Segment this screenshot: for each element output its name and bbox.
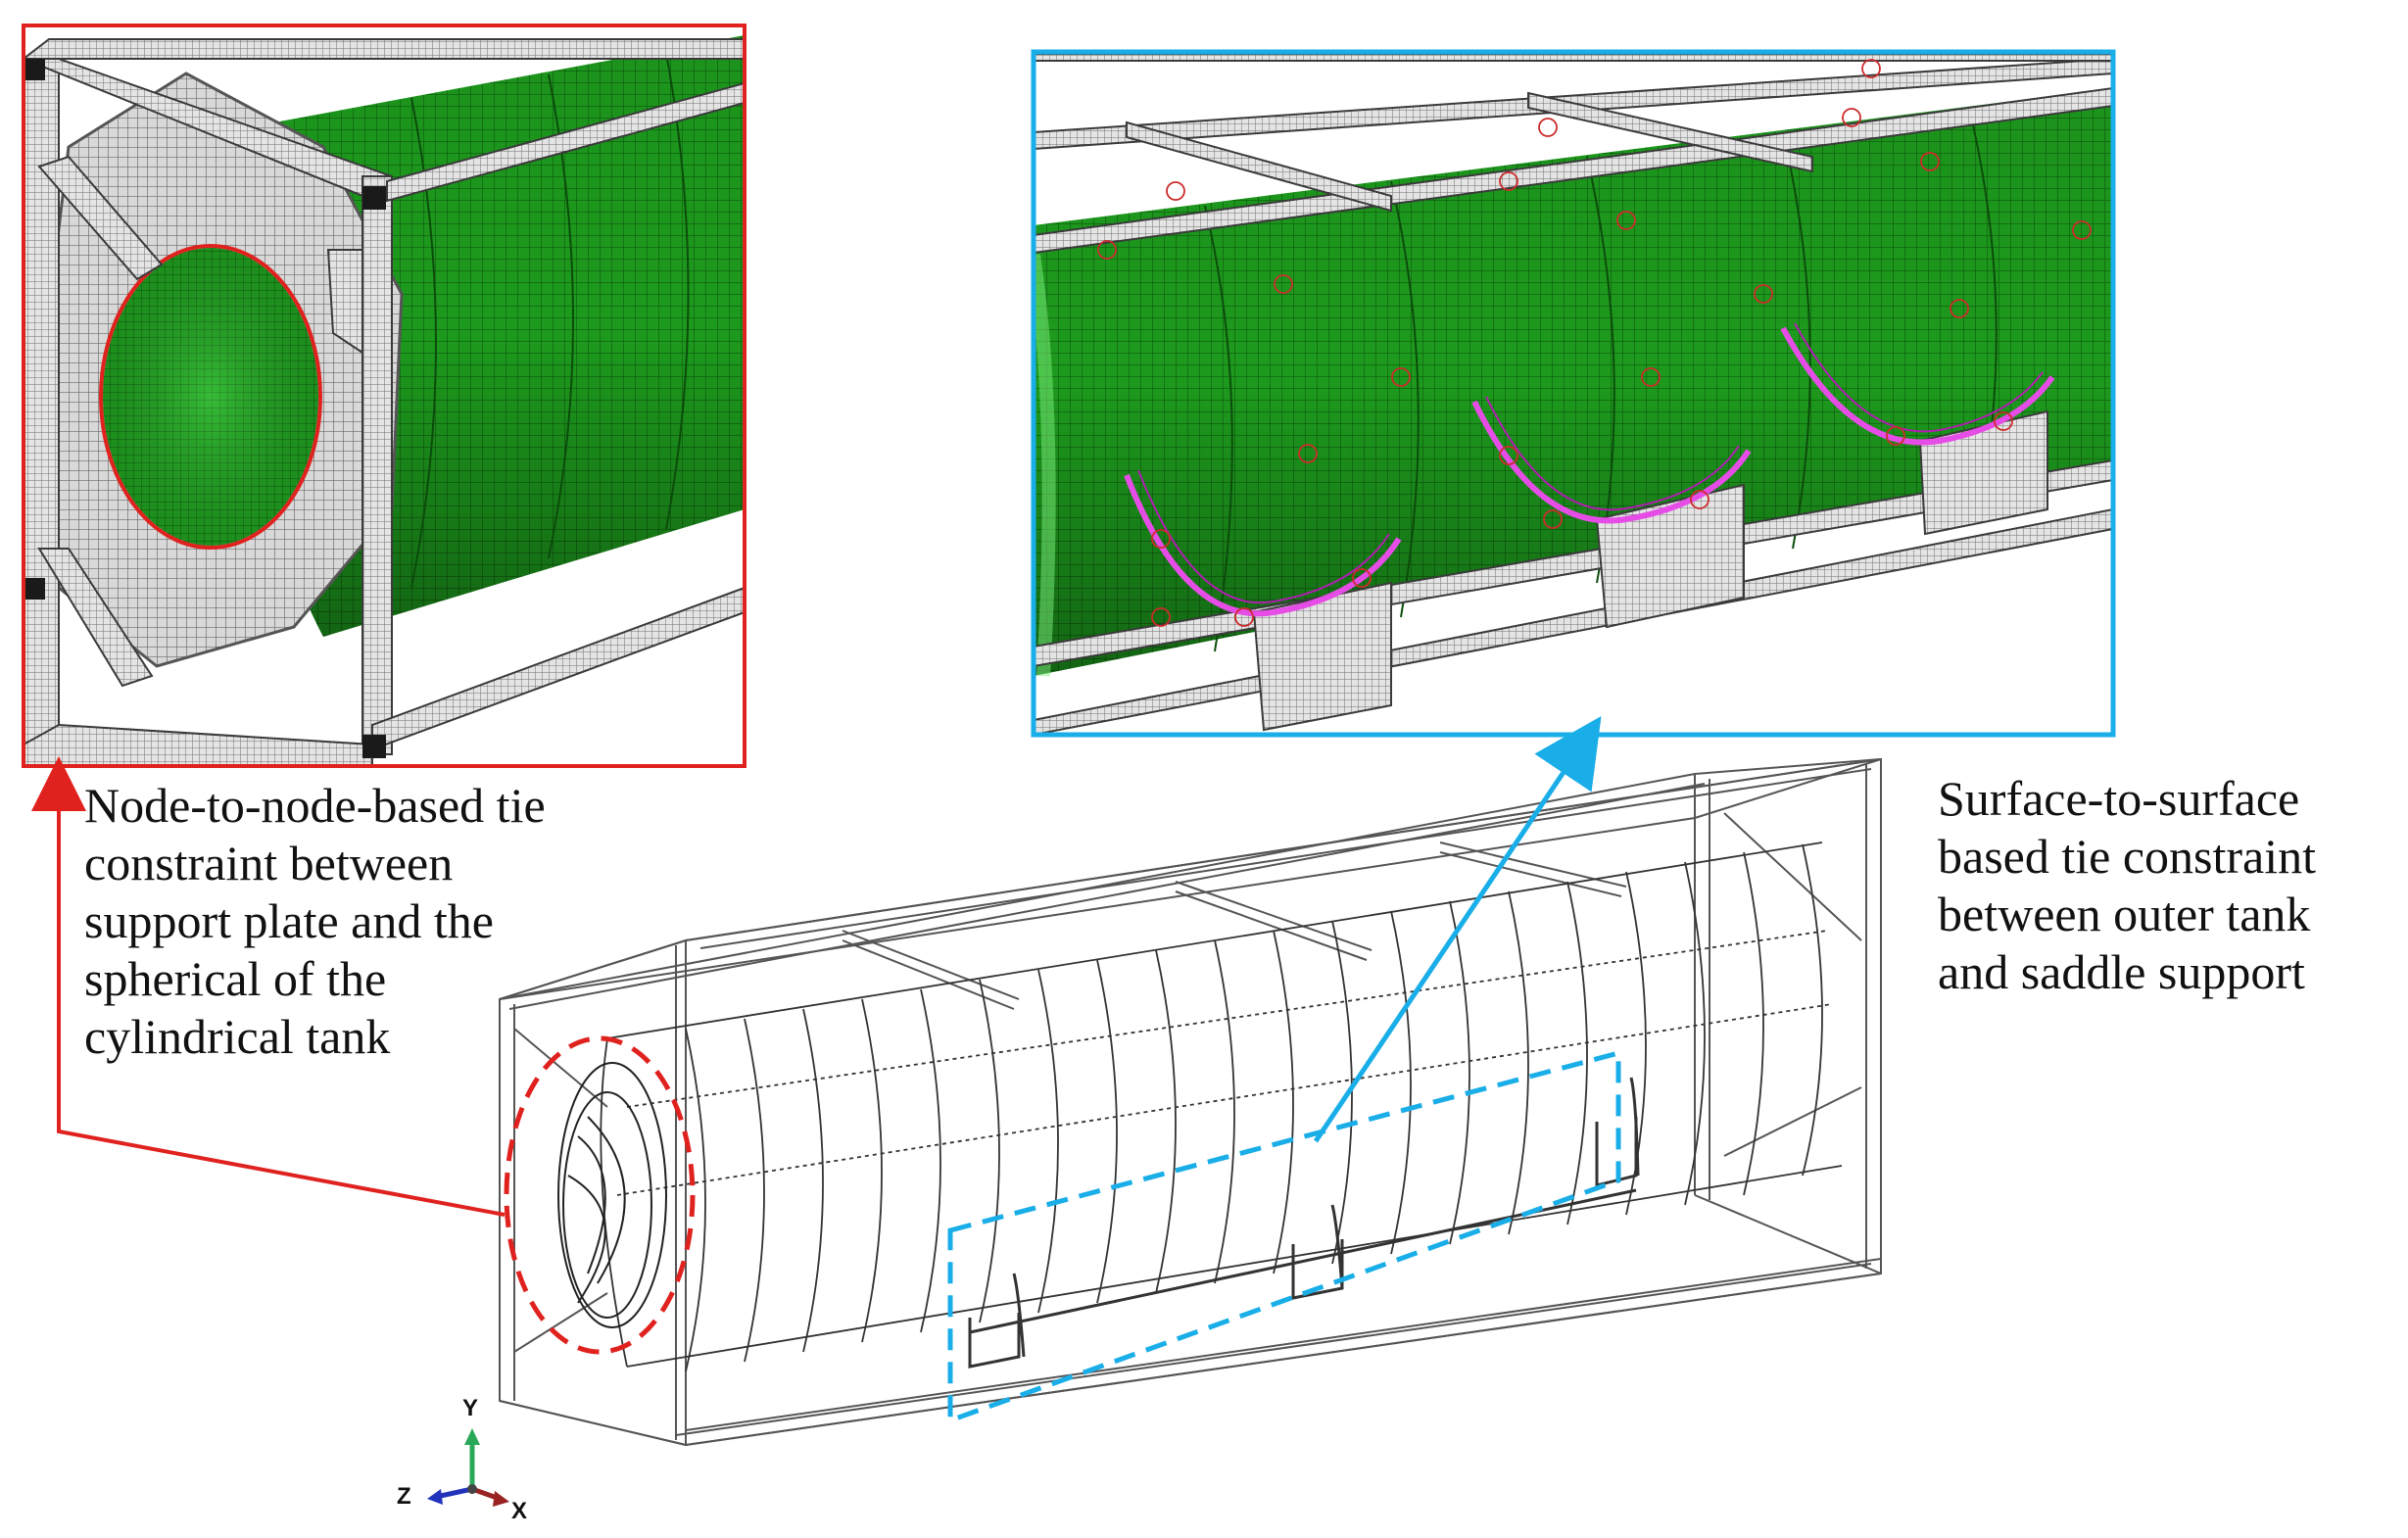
left-caption: Node-to-node-based tie constraint betwee… xyxy=(84,777,546,1066)
dome-mesh xyxy=(99,244,322,550)
z-axis-arrow xyxy=(435,1486,473,1500)
left-caption-line: support plate and the xyxy=(84,893,494,948)
frame-box xyxy=(499,757,1882,1447)
y-axis-label: Y xyxy=(462,1395,478,1421)
tank-wireframe xyxy=(600,841,1843,1372)
end-dome-wireframe xyxy=(557,1062,667,1328)
left-inset-border xyxy=(22,24,746,768)
main-model-wireframe xyxy=(499,757,1882,1447)
z-axis-label: Z xyxy=(397,1483,411,1510)
right-caption-line: and saddle support xyxy=(1938,944,2305,999)
left-caption-line: cylindrical tank xyxy=(84,1009,391,1064)
tie-constraint-ring xyxy=(99,244,322,550)
tank-body-mesh-right xyxy=(1034,88,2113,677)
axis-triad: Y Z X xyxy=(397,1395,527,1524)
right-caption: Surface-to-surface based tie constraint … xyxy=(1938,770,2316,1001)
left-inset xyxy=(24,25,745,766)
saddle-region-highlight-blue xyxy=(947,1049,1621,1424)
right-inset xyxy=(1034,52,2113,735)
left-caption-line: spherical of the xyxy=(84,951,387,1006)
right-caption-line: based tie constraint xyxy=(1938,829,2316,884)
left-caption-line: constraint between xyxy=(84,836,454,890)
left-caption-line: Node-to-node-based tie xyxy=(84,778,546,833)
right-caption-line: between outer tank xyxy=(1938,887,2311,941)
main-saddles xyxy=(968,1077,1640,1369)
right-caption-line: Surface-to-surface xyxy=(1938,771,2300,826)
saddle-3 xyxy=(1780,322,2055,536)
frame-beams-left xyxy=(24,38,745,766)
node-markers xyxy=(1097,59,2092,627)
tie-region-highlight-red xyxy=(504,1035,696,1355)
blue-callout-arrow xyxy=(1313,715,1602,1143)
red-callout-arrow xyxy=(31,756,506,1217)
x-axis-label: X xyxy=(511,1498,527,1524)
